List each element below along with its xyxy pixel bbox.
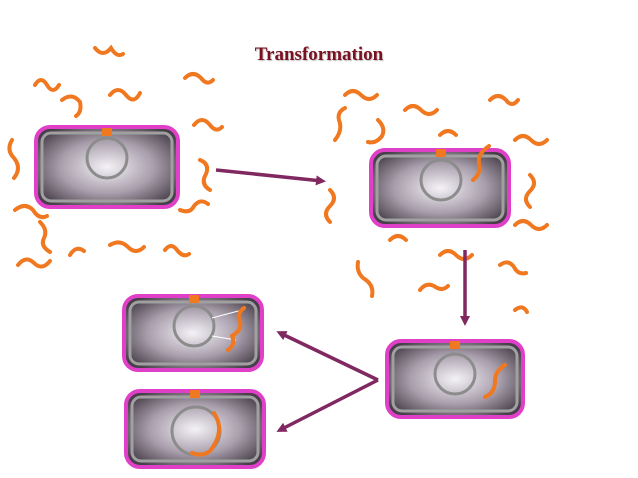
dna-fragment-icon — [108, 240, 146, 253]
free-dna-fragments — [7, 44, 549, 314]
dna-fragment-icon — [498, 260, 528, 276]
process-arrows — [215, 168, 470, 432]
cell-3 — [385, 339, 525, 419]
dna-fragment-icon — [388, 234, 408, 242]
dna-fragment-icon — [33, 78, 61, 92]
marker-icon — [450, 341, 460, 349]
plasmid-ring-icon — [85, 136, 129, 180]
dna-fragment-icon — [513, 305, 529, 314]
plasmid-ring-icon — [433, 352, 477, 396]
plasmid-ring-icon — [419, 158, 463, 202]
dna-fragment-icon — [192, 118, 224, 132]
dna-fragment-icon — [513, 134, 549, 146]
dna-fragment-icon — [355, 260, 375, 298]
dna-fragment-icon — [13, 204, 49, 220]
cell-4b — [124, 389, 266, 469]
dna-fragment-icon — [163, 244, 191, 258]
bacterial-cell-icon — [34, 125, 180, 209]
dna-fragment-icon — [183, 72, 215, 85]
dna-fragment-icon — [418, 282, 450, 292]
dna-fragment-icon — [230, 306, 246, 338]
dna-fragment-icon — [343, 89, 379, 101]
cell-4a — [122, 294, 264, 372]
marker-icon — [436, 149, 446, 157]
dna-fragment-icon — [38, 220, 52, 254]
dna-fragment-icon — [438, 129, 458, 137]
diagram-title: Transformation — [254, 44, 384, 65]
dna-fragment-icon — [524, 173, 536, 209]
dna-fragment-icon — [7, 138, 20, 180]
marker-icon — [102, 128, 112, 136]
cell-2 — [369, 144, 511, 228]
cell-1 — [34, 125, 180, 209]
process-arrow-icon — [276, 378, 379, 432]
dna-fragment-icon — [403, 104, 439, 116]
dna-fragment-icon — [366, 118, 386, 145]
dna-fragment-icon — [93, 44, 125, 58]
dna-fragment-icon — [68, 246, 86, 257]
plasmid-ring-icon — [172, 304, 216, 348]
dna-fragment-icon — [226, 334, 236, 352]
dna-fragment-icon — [60, 94, 83, 118]
dna-fragment-icon — [471, 144, 491, 182]
dna-fragment-icon — [16, 257, 52, 269]
marker-icon — [189, 295, 199, 303]
dna-fragment-icon — [108, 88, 142, 102]
dna-fragment-icon — [333, 106, 347, 142]
dna-fragment-icon — [190, 411, 222, 457]
dna-fragment-icon — [513, 219, 549, 231]
dna-fragment-icon — [178, 199, 210, 214]
dna-fragment-icon — [438, 249, 474, 261]
bacterial-cell-icon — [385, 339, 525, 419]
dna-fragment-icon — [488, 94, 520, 106]
process-arrow-icon — [215, 168, 326, 186]
process-arrow-icon — [276, 331, 379, 382]
dna-fragment-icon — [483, 363, 507, 399]
marker-icon — [190, 390, 200, 398]
dna-fragment-icon — [324, 188, 336, 224]
dna-fragment-icon — [198, 158, 212, 192]
